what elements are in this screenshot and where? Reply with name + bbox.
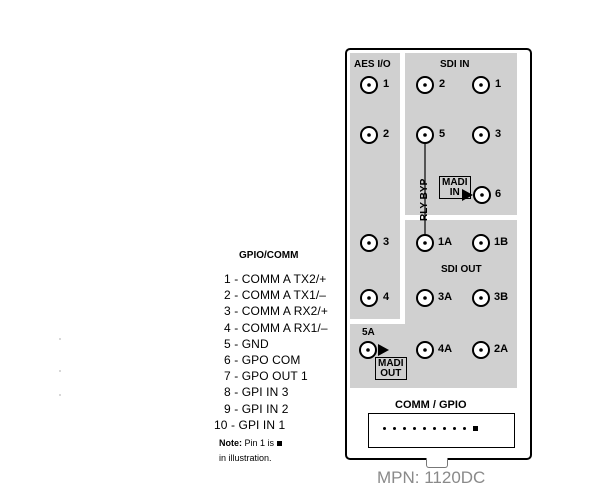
comm-pin-row — [383, 426, 478, 431]
gpio-title: GPIO/COMM — [239, 250, 299, 261]
bnc-in3-icon — [472, 126, 490, 144]
bnc-out2a-icon — [472, 341, 490, 359]
pin-note: Note: Pin 1 is in illustration. — [219, 436, 283, 466]
comm-gpio-title: COMM / GPIO — [395, 399, 467, 411]
aes2-label: 2 — [383, 128, 390, 140]
note-line2: in illustration. — [219, 453, 272, 463]
pin-item: 4 - COMM A RX1/– — [224, 320, 328, 335]
pin-dot-icon — [383, 427, 386, 430]
bnc-out3b-icon — [472, 289, 490, 307]
pin-list: 1 - COMM A TX2/+ 2 - COMM A TX1/– 3 - CO… — [214, 271, 328, 433]
madi-in-box: MADI IN — [439, 176, 471, 199]
pin-item: 2 - COMM A TX1/– — [224, 288, 327, 303]
bnc-aes1-icon — [360, 76, 378, 94]
madi-out-zone — [350, 324, 410, 388]
pin-dot-icon — [463, 427, 466, 430]
rly-byp-label: RLY BYP — [419, 178, 430, 221]
in5-label: 5 — [439, 128, 446, 140]
madi-out-arrow-icon — [378, 344, 389, 356]
bnc-out1a-icon — [416, 234, 434, 252]
bnc-out1b-icon — [472, 234, 490, 252]
bnc-aes2-icon — [360, 126, 378, 144]
pin-dot-icon — [423, 427, 426, 430]
bnc-out4a-icon — [416, 341, 434, 359]
out1b-label: 1B — [494, 236, 509, 248]
aes4-label: 4 — [383, 291, 390, 303]
bnc-in2-icon — [416, 76, 434, 94]
bnc-in5-icon — [416, 126, 434, 144]
in6-label: 6 — [495, 188, 502, 200]
sdi-out-title: SDI OUT — [441, 264, 482, 275]
rear-panel-card: AES I/O SDI IN SDI OUT 1 2 3 4 2 1 5 3 6… — [345, 48, 532, 460]
pin-dot-icon — [393, 427, 396, 430]
pin-dot-icon — [433, 427, 436, 430]
pin-dot-icon — [453, 427, 456, 430]
sdi-in-title: SDI IN — [440, 59, 470, 70]
aes1-label: 1 — [383, 78, 390, 90]
pin1-square-icon — [473, 426, 478, 431]
stray-mark — [59, 370, 61, 372]
label-5a: 5A — [362, 327, 375, 338]
pin-item: 6 - GPO COM — [224, 353, 301, 368]
aes-title: AES I/O — [354, 59, 391, 70]
bnc-aes4-icon — [360, 289, 378, 307]
pin-item: 1 - COMM A TX2/+ — [224, 272, 327, 286]
pin-item: 7 - GPO OUT 1 — [224, 369, 308, 384]
out3b-label: 3B — [494, 291, 509, 303]
madi-out-line2: OUT — [380, 368, 402, 379]
bnc-out3a-icon — [416, 289, 434, 307]
aes-zone — [350, 53, 400, 319]
in1-label: 1 — [495, 78, 502, 90]
connector-layer — [359, 76, 491, 359]
bnc-out5a-icon — [359, 341, 377, 359]
stray-mark — [59, 338, 61, 340]
madi-out-line1: MADI — [378, 358, 404, 369]
pin-dot-icon — [443, 427, 446, 430]
pin-item: 3 - COMM A RX2/+ — [224, 304, 328, 319]
out2a-label: 2A — [494, 343, 509, 355]
in3-label: 3 — [495, 128, 502, 140]
out4a-label: 4A — [438, 343, 453, 355]
out3a-label: 3A — [438, 291, 453, 303]
aes3-label: 3 — [383, 236, 390, 248]
note-text: Pin 1 is — [244, 438, 275, 448]
in2-label: 2 — [439, 78, 446, 90]
pin-item: 5 - GND — [224, 336, 269, 351]
madi-in-line2: IN — [449, 187, 460, 198]
bnc-in1-icon — [472, 76, 490, 94]
mpn-label: MPN: 1120DC — [377, 468, 486, 487]
comm-gpio-connector — [368, 413, 515, 448]
card-tab — [426, 458, 448, 468]
bnc-in6-icon — [473, 186, 491, 204]
pin-dot-icon — [403, 427, 406, 430]
stray-mark — [59, 394, 61, 396]
pin-item: 10 - GPI IN 1 — [214, 417, 286, 432]
madi-out-box: MADI OUT — [375, 357, 407, 380]
note-label: Note: — [219, 438, 242, 448]
pin-item: 8 - GPI IN 3 — [224, 385, 289, 400]
madi-in-line1: MADI — [442, 177, 468, 188]
out1a-label: 1A — [438, 236, 453, 248]
pin-item: 9 - GPI IN 2 — [224, 401, 289, 416]
pin-dot-icon — [413, 427, 416, 430]
pin1-square-icon — [277, 441, 283, 447]
bnc-aes3-icon — [360, 234, 378, 252]
